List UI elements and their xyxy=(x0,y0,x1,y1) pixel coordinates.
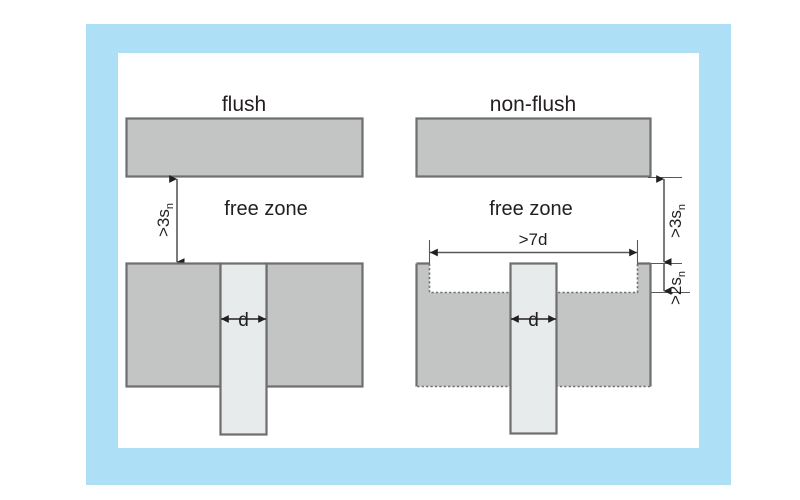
nonflush-opposing-bar xyxy=(415,117,652,178)
flush-variant-group: flush >3sn free zone d xyxy=(125,93,364,436)
flush-diameter-label: d xyxy=(238,310,249,331)
nonflush-sensor-barrel xyxy=(509,262,558,435)
nonflush-mount-left-body xyxy=(415,262,512,388)
nonflush-diameter-label: d xyxy=(528,310,539,331)
nonflush-variant-group: non-flush >3sn >2sn free zone >7d xyxy=(415,93,690,435)
nonflush-width-label: >7d xyxy=(519,230,548,249)
nonflush-right-wall-edge xyxy=(637,262,652,387)
nonflush-left-wall-edge xyxy=(415,262,430,387)
flush-mount-left-slab xyxy=(125,262,222,388)
nonflush-free-zone-label: free zone xyxy=(489,198,572,220)
flush-title: flush xyxy=(222,93,266,116)
nonflush-recess-label: >2sn xyxy=(666,271,688,305)
flush-mount-right-slab xyxy=(265,262,364,388)
flush-clearance-label: >3sn xyxy=(154,203,176,237)
flush-sensor-barrel xyxy=(219,262,268,436)
nonflush-title: non-flush xyxy=(490,93,576,116)
flush-opposing-bar xyxy=(125,117,364,178)
nonflush-clearance-label: >3sn xyxy=(666,204,688,238)
flush-free-zone-label: free zone xyxy=(224,198,307,220)
nonflush-mount-right-body xyxy=(555,262,652,388)
